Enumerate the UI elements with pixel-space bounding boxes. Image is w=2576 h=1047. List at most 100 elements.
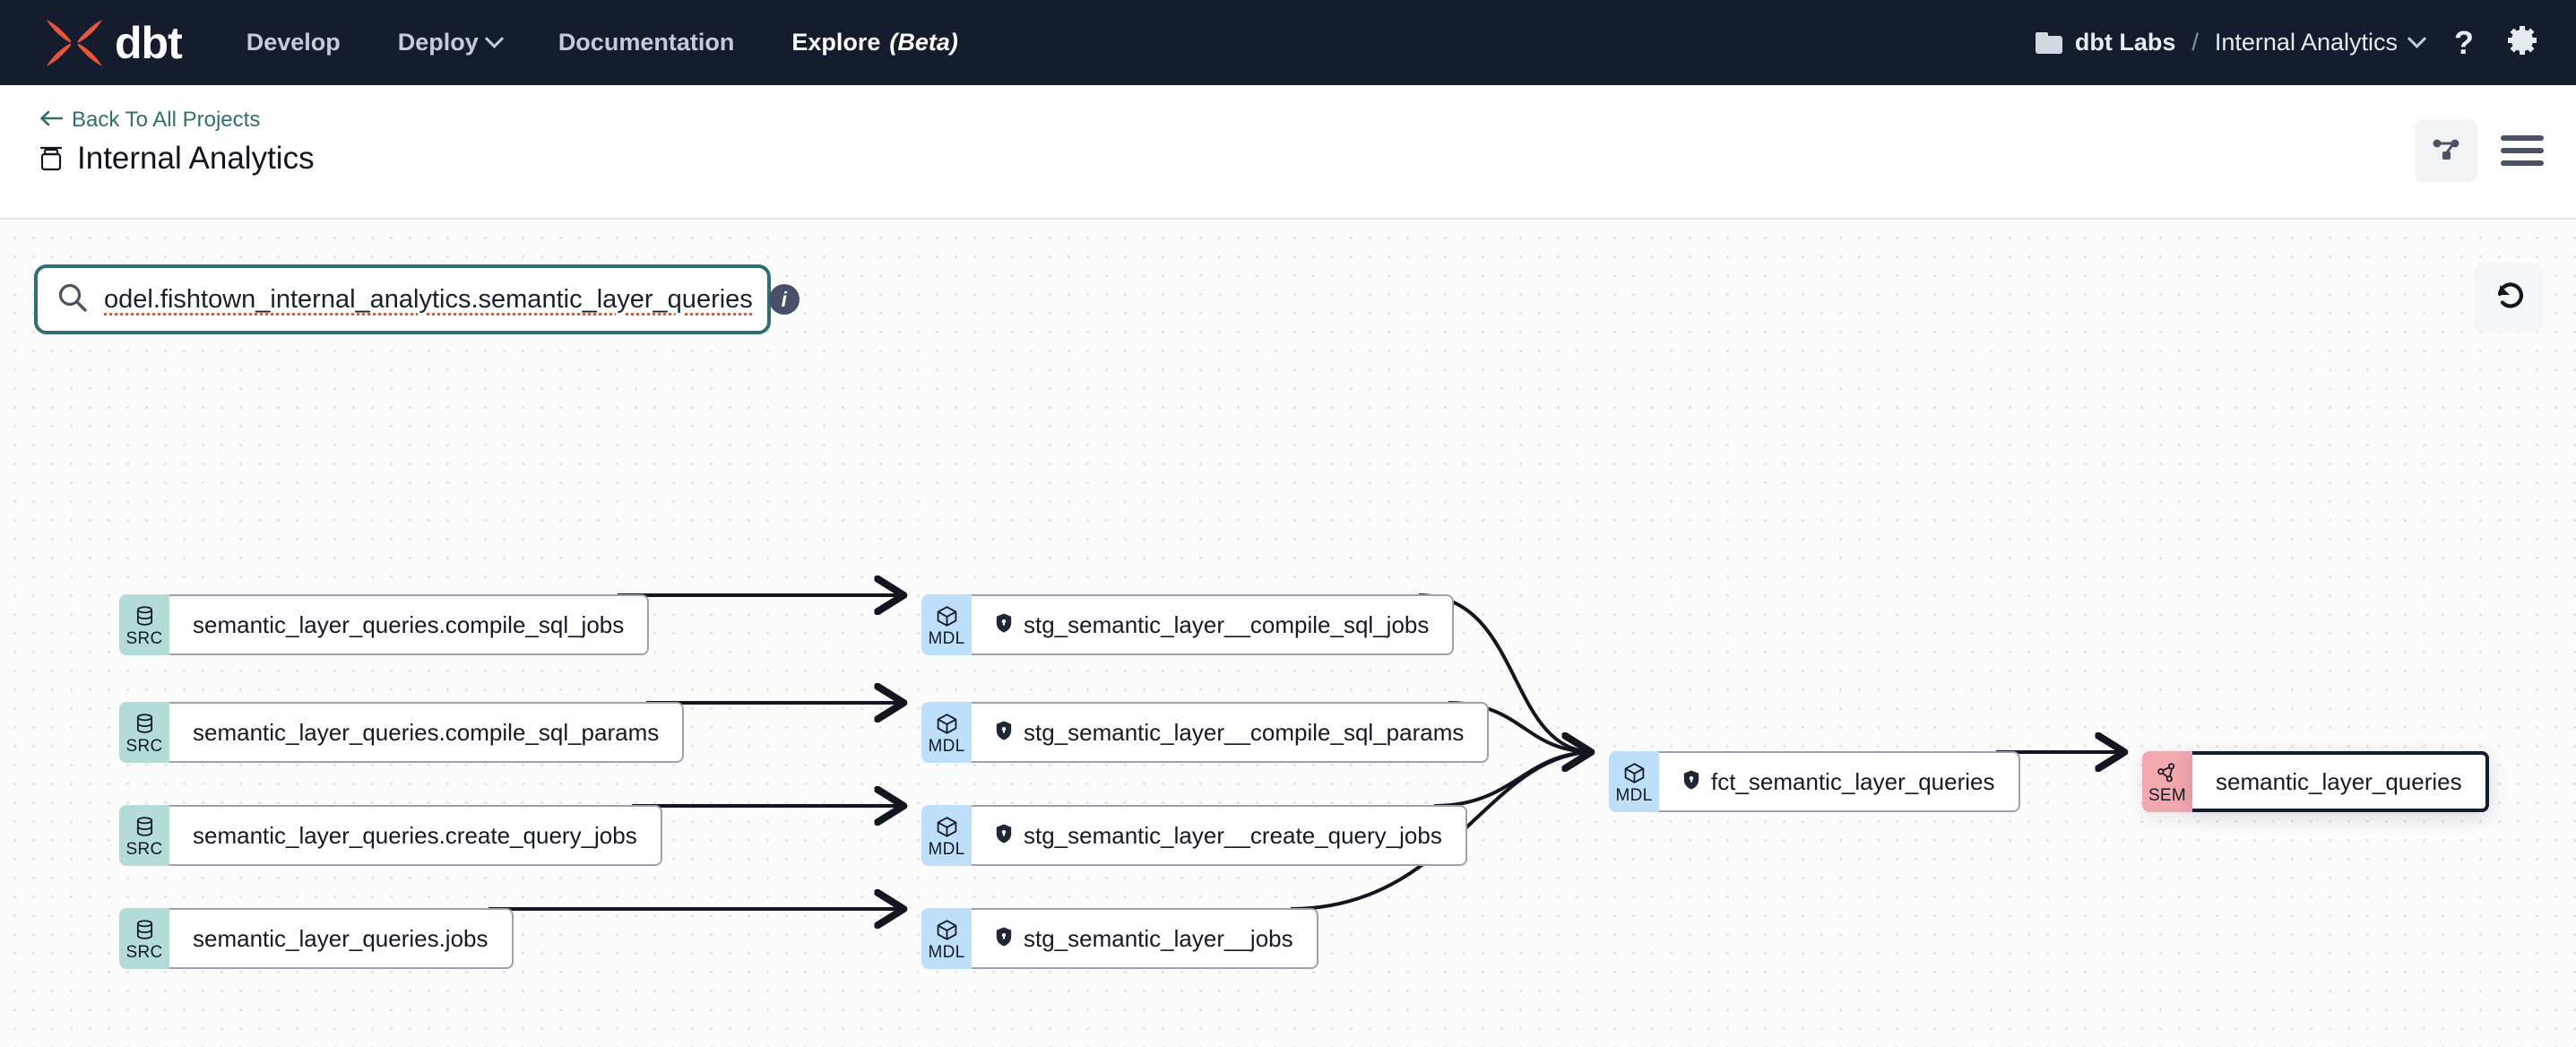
- node-type-badge-mdl: MDL: [921, 702, 972, 763]
- node-label: semantic_layer_queries.create_query_jobs: [193, 821, 637, 849]
- node-type-badge-src: SRC: [119, 702, 169, 763]
- header-view-tools: [2415, 119, 2544, 182]
- node-type-badge-mdl: MDL: [921, 594, 972, 655]
- node-type-badge-mdl: MDL: [921, 805, 972, 866]
- node-body[interactable]: stg_semantic_layer__jobs: [972, 908, 1318, 969]
- question-mark-icon: ?: [2454, 23, 2474, 61]
- lineage-view-button[interactable]: [2415, 119, 2477, 182]
- node-body[interactable]: stg_semantic_layer__create_query_jobs: [972, 805, 1467, 866]
- shield-icon: [995, 612, 1013, 638]
- breadcrumb-separator: /: [2191, 29, 2199, 56]
- nav-link-develop-label: Develop: [246, 29, 341, 56]
- lineage-node-mdl4[interactable]: MDL stg_semantic_layer__jobs: [921, 908, 1318, 969]
- node-type-label: MDL: [928, 629, 965, 648]
- lineage-node-mdl2[interactable]: MDL stg_semantic_layer__compile_sql_param…: [921, 702, 1490, 763]
- back-to-all-projects-label: Back To All Projects: [72, 108, 261, 132]
- org-breadcrumb[interactable]: dbt Labs / Internal Analytics: [2035, 29, 2427, 56]
- cube-icon: [935, 710, 959, 737]
- org-name-label: dbt Labs: [2074, 29, 2176, 56]
- cube-icon: [935, 602, 959, 629]
- list-view-button[interactable]: [2501, 135, 2544, 166]
- node-type-badge-sem: SEM: [2142, 751, 2192, 812]
- node-label: stg_semantic_layer__compile_sql_jobs: [1024, 610, 1430, 638]
- node-type-label: MDL: [928, 943, 965, 962]
- nav-link-develop[interactable]: Develop: [246, 29, 341, 56]
- database-cylinder-icon: [133, 916, 157, 943]
- search-input[interactable]: odel.fishtown_internal_analytics.semanti…: [34, 264, 800, 334]
- node-body[interactable]: fct_semantic_layer_queries: [1659, 751, 2020, 812]
- node-body[interactable]: stg_semantic_layer__compile_sql_jobs: [972, 594, 1455, 655]
- node-label: semantic_layer_queries.compile_sql_param…: [193, 718, 660, 746]
- node-type-badge-src: SRC: [119, 805, 169, 866]
- chevron-down-icon: [484, 29, 504, 48]
- shield-icon: [995, 720, 1013, 746]
- node-label: stg_semantic_layer__create_query_jobs: [1024, 821, 1442, 849]
- node-label: semantic_layer_queries.jobs: [193, 924, 488, 952]
- node-body[interactable]: semantic_layer_queries.compile_sql_param…: [169, 702, 685, 763]
- arrow-left-icon: [39, 108, 64, 133]
- nav-right-cluster: dbt Labs / Internal Analytics ?: [2035, 22, 2540, 63]
- explore-beta-tag: (Beta): [889, 29, 958, 56]
- help-button[interactable]: ?: [2454, 23, 2474, 61]
- search-input-value: odel.fishtown_internal_analytics.semanti…: [104, 284, 753, 314]
- database-cylinder-icon: [133, 602, 157, 629]
- nav-link-documentation-label: Documentation: [558, 29, 735, 56]
- node-label: stg_semantic_layer__compile_sql_params: [1024, 718, 1465, 746]
- project-name-label: Internal Analytics: [2214, 29, 2398, 56]
- database-cylinder-icon: [133, 813, 157, 840]
- dbt-brand[interactable]: dbt: [39, 16, 183, 70]
- nav-link-documentation[interactable]: Documentation: [558, 29, 735, 56]
- reset-rotate-left-icon: [2491, 278, 2527, 318]
- node-type-label: SRC: [125, 943, 163, 962]
- node-type-label: SRC: [125, 840, 163, 859]
- settings-button[interactable]: [2504, 22, 2540, 63]
- lineage-node-src2[interactable]: SRC semantic_layer_queries.compile_sql_pa…: [119, 702, 685, 763]
- node-type-badge-mdl: MDL: [1609, 751, 1659, 812]
- shield-icon: [1682, 769, 1700, 795]
- lineage-node-src3[interactable]: SRC semantic_layer_queries.create_query_j…: [119, 805, 662, 866]
- cube-icon: [1622, 759, 1647, 786]
- node-type-label: MDL: [1615, 786, 1653, 805]
- node-body[interactable]: semantic_layer_queries: [2192, 751, 2489, 812]
- lineage-node-mdl3[interactable]: MDL stg_semantic_layer__create_query_jobs: [921, 805, 1467, 866]
- shield-icon: [995, 926, 1013, 952]
- primary-nav: Develop Deploy Documentation Explore (Be…: [246, 29, 958, 56]
- nav-link-deploy-label: Deploy: [397, 29, 479, 56]
- node-type-label: MDL: [928, 840, 965, 859]
- lineage-node-src4[interactable]: SRC semantic_layer_queries.jobs: [119, 908, 514, 969]
- page-title-row: Internal Analytics: [39, 141, 315, 177]
- brand-wordmark: dbt: [115, 17, 183, 68]
- lineage-node-sem1[interactable]: SEM semantic_layer_queries: [2142, 751, 2489, 812]
- dbt-x-logo-icon: [39, 16, 109, 70]
- node-type-badge-mdl: MDL: [921, 908, 972, 969]
- node-label: stg_semantic_layer__jobs: [1024, 924, 1293, 952]
- project-subheader: Back To All Projects Internal Analytics: [0, 85, 2576, 220]
- info-icon[interactable]: i: [768, 284, 800, 315]
- chevron-down-icon: [2407, 29, 2427, 48]
- reset-view-button[interactable]: [2474, 263, 2544, 333]
- node-type-label: SEM: [2148, 786, 2187, 805]
- lineage-node-mdl1[interactable]: MDL stg_semantic_layer__compile_sql_jobs: [921, 594, 1455, 655]
- node-type-badge-src: SRC: [119, 594, 169, 655]
- gear-icon: [2504, 22, 2540, 63]
- nav-link-deploy[interactable]: Deploy: [397, 29, 504, 56]
- nav-link-explore-label: Explore: [791, 29, 881, 56]
- node-body[interactable]: semantic_layer_queries.create_query_jobs: [169, 805, 662, 866]
- node-type-label: MDL: [928, 737, 965, 756]
- cube-icon: [935, 813, 959, 840]
- node-body[interactable]: semantic_layer_queries.jobs: [169, 908, 514, 969]
- node-body[interactable]: semantic_layer_queries.compile_sql_jobs: [169, 594, 650, 655]
- database-cylinder-icon: [133, 710, 157, 737]
- nav-link-explore[interactable]: Explore (Beta): [791, 29, 958, 56]
- shield-icon: [995, 823, 1013, 849]
- lineage-canvas[interactable]: odel.fishtown_internal_analytics.semanti…: [0, 221, 2576, 1047]
- folder-icon: [2035, 31, 2062, 54]
- back-to-all-projects-link[interactable]: Back To All Projects: [39, 108, 260, 133]
- node-type-badge-src: SRC: [119, 908, 169, 969]
- node-type-label: SRC: [125, 737, 163, 756]
- hamburger-menu-icon: [2501, 135, 2544, 141]
- hamburger-menu-icon: [2501, 160, 2544, 166]
- node-body[interactable]: stg_semantic_layer__compile_sql_params: [972, 702, 1490, 763]
- lineage-node-fct1[interactable]: MDL fct_semantic_layer_queries: [1609, 751, 2020, 812]
